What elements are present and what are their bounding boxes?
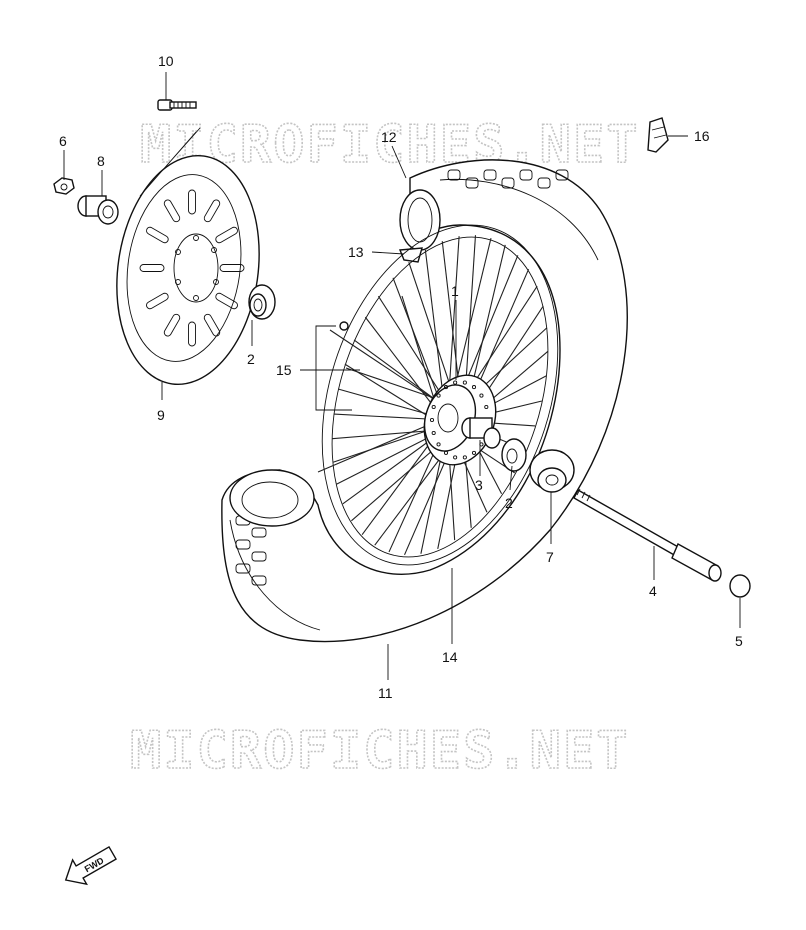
tread-block [251,551,267,562]
disc-slot [188,189,196,215]
disc-bolt [157,99,197,111]
hub-spoke-hole [462,380,467,385]
hub-spoke-hole [443,450,449,455]
disc-slot [146,292,169,310]
callout-5: 5 [735,633,743,649]
hub-spoke-hole [462,455,467,460]
hub-spoke-hole [443,385,449,390]
hub-spoke-hole [471,450,477,455]
tread-block [465,177,479,189]
hub-spoke-hole [429,417,435,423]
tread-block [251,527,267,538]
leader-lines [63,72,741,680]
hub-spoke-hole [484,404,489,410]
tread-block [251,575,267,586]
callout-6: 6 [59,133,67,149]
bearing-right [501,438,527,472]
fwd-arrow-icon: FWD [64,845,117,886]
axle-cap [729,574,751,598]
callout-12: 12 [381,129,397,145]
hub-spoke-hole [436,442,441,447]
disc-slot [215,226,238,244]
hub-spoke-hole [453,380,458,385]
callout-3: 3 [475,477,483,493]
callout-9: 9 [157,407,165,423]
spoke-nipple [339,321,349,331]
hub-spoke-hole [431,404,436,410]
valve-cap [647,117,669,153]
callout-14: 14 [442,649,458,665]
tread-block [501,177,515,189]
callout-16: 16 [694,128,710,144]
hub-spoke-hole [479,393,484,398]
spacer [77,195,119,225]
tread-block [235,539,251,550]
hub-spacer [461,417,501,449]
disc-slot [163,199,181,223]
callout-4: 4 [649,583,657,599]
spoke [345,367,441,401]
disc-slot [203,199,221,223]
brake-disc [116,155,260,385]
tread-block [537,177,551,189]
tread-block [235,563,251,574]
disc-slot [215,292,238,310]
tire-end [229,469,315,527]
callout-7: 7 [546,549,554,565]
callout-11: 11 [378,685,393,701]
callout-1: 1 [451,283,459,299]
callout-2-right: 2 [505,495,513,511]
disc-slot [188,321,196,347]
tread-block [447,169,461,181]
tread-block [555,169,569,181]
hub-spoke-hole [431,430,436,436]
hub [423,374,497,466]
hub-spoke-hole [471,385,477,390]
tread-block [483,169,497,181]
disc-slot [163,313,181,337]
hub-spoke-hole [436,393,441,398]
hub-spoke-hole [453,455,458,460]
disc-slot [146,226,169,244]
callout-2-left: 2 [247,351,255,367]
axle-collar [529,449,575,493]
disc-slot [219,264,245,272]
tread-block [519,169,533,181]
callout-8: 8 [97,153,105,169]
disc-slot [203,313,221,337]
spoke [317,419,441,473]
tire [221,159,628,643]
axle [573,488,722,582]
callout-13: 13 [348,244,364,260]
nut [53,177,75,195]
callout-10: 10 [158,53,174,69]
disc-slot [139,264,165,272]
bearing-left [248,284,276,320]
watermark-bottom: MICROFICHES.NET [130,721,630,781]
tube [399,189,441,263]
callout-15: 15 [276,362,292,378]
